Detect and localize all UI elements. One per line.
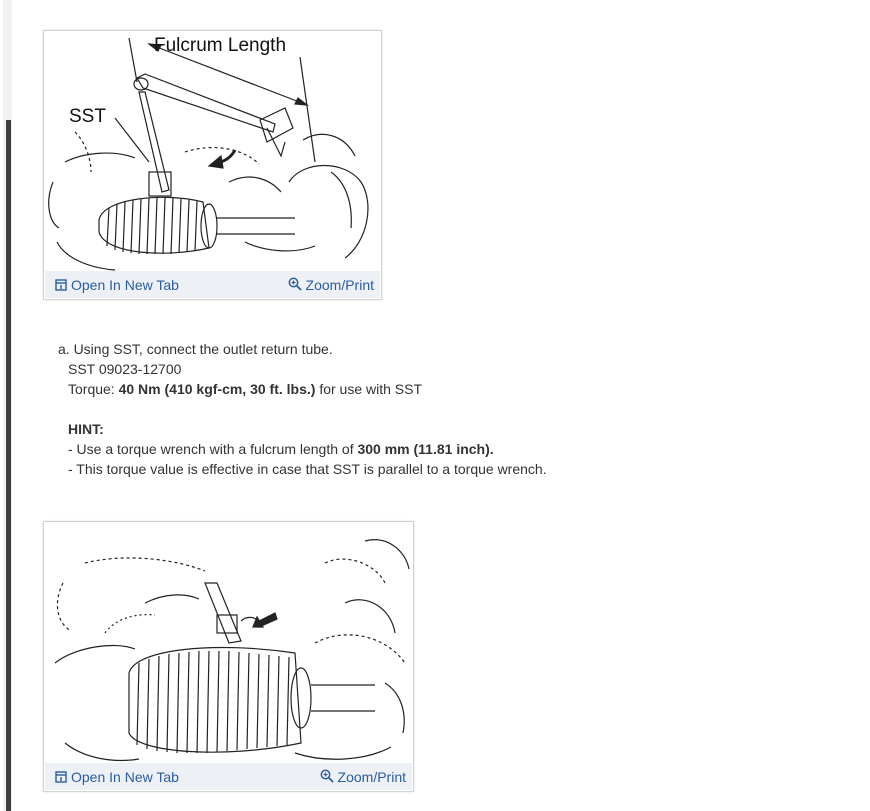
torque-value: 40 Nm (410 kgf-cm, 30 ft. lbs.) [118,381,316,397]
hint1-prefix: - Use a torque wrench with a fulcrum len… [68,441,358,457]
hint1-value: 300 mm (11.81 inch). [357,441,494,457]
zoom-print-link[interactable]: Zoom/Print [320,769,406,785]
open-in-new-tab-link[interactable]: Open In New Tab [55,769,179,785]
hint-item-parallel: - This torque value is effective in case… [68,461,547,477]
step-instruction: a. Using SST, connect the outlet return … [58,341,333,357]
torque-line: Torque: 40 Nm (410 kgf-cm, 30 ft. lbs.) … [58,379,758,399]
zoom-print-label: Zoom/Print [337,769,406,785]
fulcrum-length-label: Fulcrum Length [154,35,286,56]
zoom-print-link[interactable]: Zoom/Print [288,277,374,293]
zoom-magnifier-icon [320,769,334,783]
illustration-outlet-return-tube [54,539,410,762]
open-in-new-tab-icon [55,279,67,291]
hint-heading: HINT: [58,419,758,439]
sst-label: SST [69,106,106,127]
hint-title: HINT: [68,421,104,437]
zoom-print-label: Zoom/Print [305,277,374,293]
window-left-edge [0,0,14,811]
figure-footer: Open In New Tab Zoom/Print [45,763,412,790]
illustration-torque-wrench-sst: Fulcrum Length SST [48,35,369,271]
figure-footer: Open In New Tab Zoom/Print [45,271,380,298]
figure-torque-wrench: Fulcrum Length SST Open In New Tab Zoom/… [43,30,382,300]
open-in-new-tab-link[interactable]: Open In New Tab [55,277,179,293]
open-in-new-tab-label: Open In New Tab [71,769,179,785]
figure-outlet-return-tube: Open In New Tab Zoom/Print [43,521,414,792]
hint-item-fulcrum: - Use a torque wrench with a fulcrum len… [58,439,758,459]
open-in-new-tab-icon [55,771,67,783]
torque-suffix: for use with SST [315,381,423,397]
left-scrollbar[interactable] [6,120,11,811]
zoom-magnifier-icon [288,277,302,291]
torque-prefix: Torque: [68,381,119,397]
procedure-step: a. Using SST, connect the outlet return … [58,339,758,479]
open-in-new-tab-label: Open In New Tab [71,277,179,293]
sst-number: SST 09023-12700 [68,361,182,377]
